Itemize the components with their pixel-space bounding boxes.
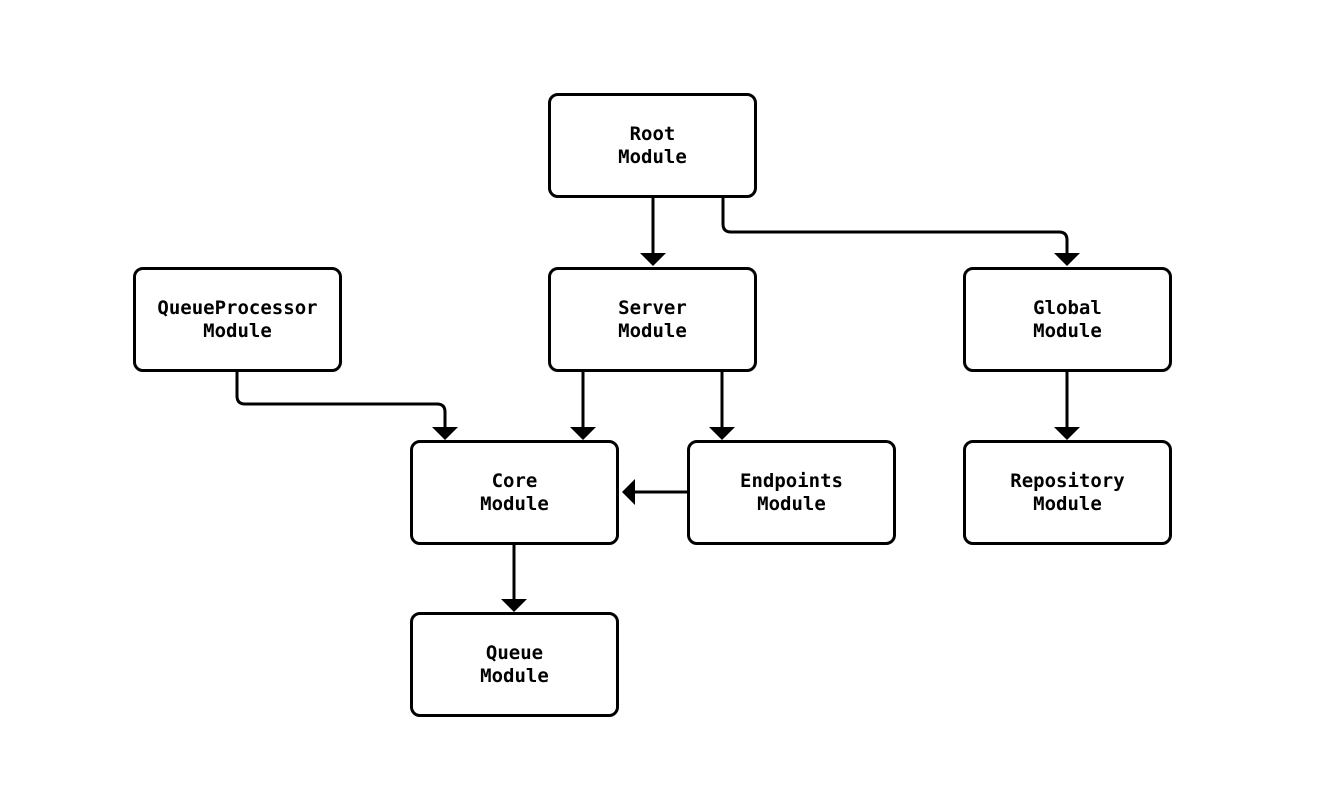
arrowhead-core-to-queue (501, 599, 527, 612)
node-label-queueprocessor: QueueProcessor Module (157, 296, 318, 342)
arrowhead-queueprocessor-to-core (432, 427, 458, 440)
node-repository: Repository Module (963, 440, 1172, 545)
arrowhead-root-to-global (1054, 253, 1080, 266)
node-label-core: Core Module (480, 469, 549, 515)
node-global: Global Module (963, 267, 1172, 372)
node-endpoints: Endpoints Module (687, 440, 896, 545)
node-queueprocessor: QueueProcessor Module (133, 267, 342, 372)
node-label-repository: Repository Module (1010, 469, 1125, 515)
arrowhead-server-to-endpoints (709, 427, 735, 440)
node-label-global: Global Module (1033, 296, 1102, 342)
arrowhead-endpoints-to-core (622, 479, 635, 505)
node-queue: Queue Module (410, 612, 619, 717)
node-label-root: Root Module (618, 122, 687, 168)
arrowhead-global-to-repository (1054, 427, 1080, 440)
node-label-queue: Queue Module (480, 641, 549, 687)
node-server: Server Module (548, 267, 757, 372)
node-root: Root Module (548, 93, 757, 198)
edge-root-to-global (721, 198, 1069, 256)
arrowhead-server-to-core (570, 427, 596, 440)
node-core: Core Module (410, 440, 619, 545)
edge-queueprocessor-to-core (235, 372, 447, 430)
arrowhead-root-to-server (640, 253, 666, 266)
node-label-server: Server Module (618, 296, 687, 342)
node-label-endpoints: Endpoints Module (740, 469, 843, 515)
